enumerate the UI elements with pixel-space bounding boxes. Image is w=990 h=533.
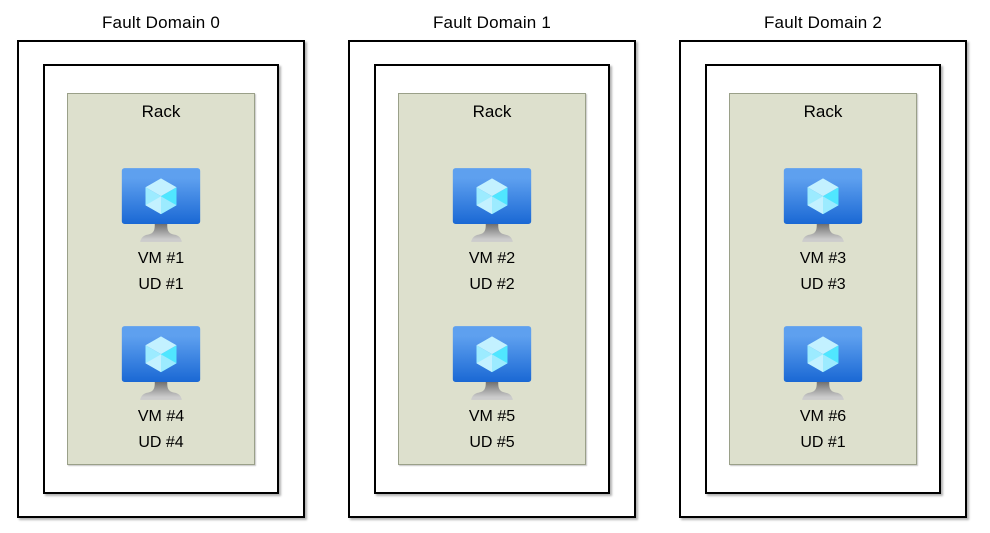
vm-number-label: VM #4 — [137, 408, 185, 425]
fault-domain-outer-box: Rack VM #3 UD #3 — [679, 40, 967, 518]
vm-number-label: VM #1 — [137, 250, 185, 267]
fault-domain-inner-box: Rack VM #1 UD #1 — [43, 64, 279, 494]
update-domain-label: UD #1 — [800, 434, 846, 451]
fault-domain-0: Fault Domain 0 Rack — [17, 0, 305, 518]
fault-domain-title: Fault Domain 2 — [763, 13, 883, 32]
vm-number-label: VM #5 — [468, 408, 516, 425]
vm-unit: VM #4 UD #4 — [120, 322, 202, 456]
vm-unit: VM #5 UD #5 — [451, 322, 533, 456]
virtual-machine-icon — [120, 164, 202, 246]
virtual-machine-icon — [782, 164, 864, 246]
vm-unit: VM #3 UD #3 — [782, 164, 864, 298]
update-domain-label: UD #1 — [138, 276, 184, 293]
vm-number-label: VM #2 — [468, 250, 516, 267]
update-domain-label: UD #3 — [800, 276, 846, 293]
vm-unit: VM #6 UD #1 — [782, 322, 864, 456]
fault-domain-inner-box: Rack VM #3 UD #3 — [705, 64, 941, 494]
vm-unit: VM #2 UD #2 — [451, 164, 533, 298]
virtual-machine-icon — [782, 322, 864, 404]
virtual-machine-icon — [120, 322, 202, 404]
rack-label: Rack — [141, 102, 181, 121]
virtual-machine-icon — [451, 164, 533, 246]
fault-domain-2: Fault Domain 2 Rack — [679, 0, 967, 518]
vm-unit: VM #1 UD #1 — [120, 164, 202, 298]
rack: Rack VM #2 UD #2 — [398, 93, 586, 465]
fault-domain-outer-box: Rack VM #1 UD #1 — [17, 40, 305, 518]
vm-number-label: VM #3 — [799, 250, 847, 267]
rack: Rack VM #3 UD #3 — [729, 93, 917, 465]
fault-domain-inner-box: Rack VM #2 UD #2 — [374, 64, 610, 494]
rack: Rack VM #1 UD #1 — [67, 93, 255, 465]
fault-domain-title: Fault Domain 1 — [432, 13, 552, 32]
virtual-machine-icon — [451, 322, 533, 404]
rack-label: Rack — [472, 102, 512, 121]
fault-domain-outer-box: Rack VM #2 UD #2 — [348, 40, 636, 518]
update-domain-label: UD #2 — [469, 276, 515, 293]
vm-number-label: VM #6 — [799, 408, 847, 425]
fault-domain-1: Fault Domain 1 Rack — [348, 0, 636, 518]
update-domain-label: UD #5 — [469, 434, 515, 451]
update-domain-label: UD #4 — [138, 434, 184, 451]
fault-domain-title: Fault Domain 0 — [101, 13, 221, 32]
rack-label: Rack — [803, 102, 843, 121]
